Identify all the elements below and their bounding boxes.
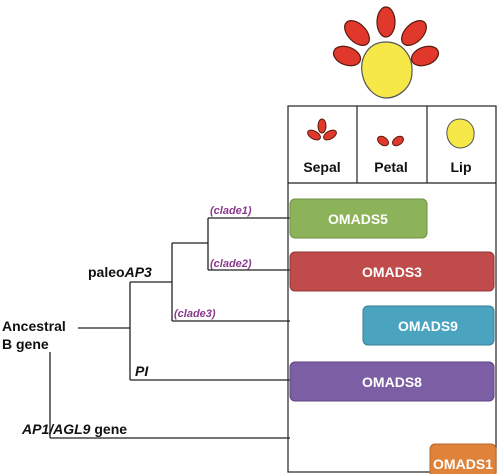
gene-omads5: OMADS5 — [289, 198, 428, 239]
clade2-label: (clade2) — [210, 258, 252, 270]
orchid-flower-icon — [332, 6, 440, 99]
gene-omads1-label: OMADS1 — [433, 456, 493, 472]
paleoap3-suffix: AP3 — [124, 264, 152, 280]
outgroup-label: AP1/AGL9 gene — [21, 421, 127, 437]
header-petal: Petal — [374, 159, 407, 175]
gene-omads9: OMADS9 — [362, 305, 495, 346]
clade3-label: (clade3) — [174, 308, 216, 320]
flower-petal-upper-left — [344, 20, 370, 46]
gene-omads5-label: OMADS5 — [328, 211, 388, 227]
gene-omads3: OMADS3 — [289, 251, 495, 292]
header-lip: Lip — [451, 159, 472, 175]
gene-omads9-label: OMADS9 — [398, 318, 458, 334]
flower-petal-upper-right — [401, 20, 427, 46]
flower-lip — [361, 41, 413, 99]
phylogenetic-tree — [49, 217, 290, 439]
pi-label: PI — [135, 363, 149, 379]
gene-omads8: OMADS8 — [289, 361, 495, 402]
outgroup-gene: AP1/AGL9 — [21, 421, 91, 437]
organ-table — [287, 105, 497, 473]
flower-sepal-right — [410, 45, 440, 67]
gene-omads1: OMADS1 — [429, 443, 497, 474]
sepal-icon — [307, 118, 337, 141]
paleoap3-prefix: paleo — [88, 264, 125, 280]
root-label-line1: Ancestral — [2, 318, 66, 334]
header-sepal: Sepal — [303, 159, 340, 175]
paleoap3-label: paleoAP3 — [88, 264, 152, 280]
petal-icon — [377, 135, 404, 147]
root-label-line2: B gene — [2, 336, 49, 352]
gene-omads3-label: OMADS3 — [362, 264, 422, 280]
clade1-label: (clade1) — [210, 205, 252, 217]
flower-sepal-top — [376, 6, 396, 38]
lip-icon — [446, 118, 475, 149]
table-frame — [287, 105, 497, 473]
gene-omads8-label: OMADS8 — [362, 374, 422, 390]
flower-sepal-left — [332, 45, 362, 67]
outgroup-suffix: gene — [90, 421, 127, 437]
